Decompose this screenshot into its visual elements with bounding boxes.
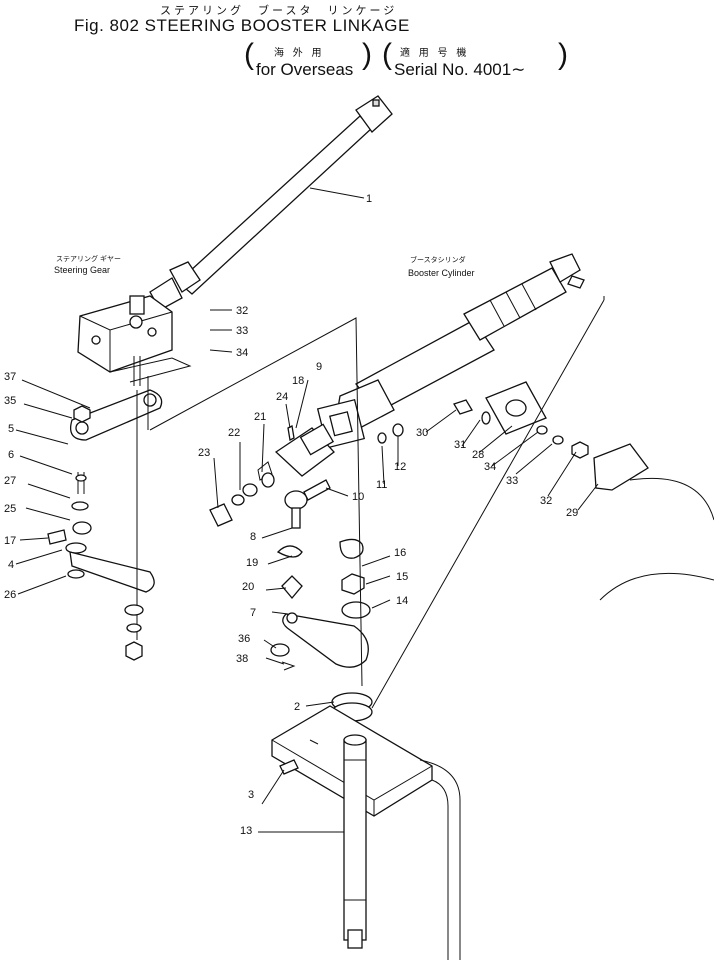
callout-36: 36 bbox=[238, 633, 250, 645]
callout-9: 9 bbox=[316, 361, 322, 373]
title-japanese: ステアリング ブースタ リンケージ bbox=[160, 5, 398, 17]
callout-38: 38 bbox=[236, 653, 248, 665]
callout-33: 33 bbox=[236, 325, 248, 337]
callout-31: 31 bbox=[454, 439, 466, 451]
figure-title: Fig. 802 STEERING BOOSTER LINKAGE bbox=[74, 16, 410, 35]
arm-seven-group bbox=[270, 538, 373, 722]
callout-23: 23 bbox=[198, 447, 210, 459]
callout-15: 15 bbox=[396, 571, 408, 583]
valve-parts bbox=[209, 423, 404, 529]
callout-35: 35 bbox=[4, 395, 16, 407]
callout-10: 10 bbox=[352, 491, 364, 503]
callout-22: 22 bbox=[228, 427, 240, 439]
callout-26: 26 bbox=[4, 589, 16, 601]
booster-cylinder bbox=[316, 253, 585, 449]
callout-19: 19 bbox=[246, 557, 258, 569]
right-side-parts bbox=[453, 381, 649, 491]
callout-8: 8 bbox=[250, 531, 256, 543]
pitman-arm bbox=[69, 389, 163, 441]
support-plate-and-shaft bbox=[271, 477, 714, 960]
callout-32: 32 bbox=[236, 305, 248, 317]
callout-37: 37 bbox=[4, 371, 16, 383]
serial-note-text: Serial No. 4001∼ bbox=[394, 60, 526, 79]
overseas-note-text: for Overseas bbox=[256, 60, 354, 79]
booster-cylinder-caption: Booster Cylinder bbox=[408, 268, 475, 278]
callout-7: 7 bbox=[250, 607, 256, 619]
callout-6: 6 bbox=[8, 449, 14, 461]
callout-25: 25 bbox=[4, 503, 16, 515]
callout-21: 21 bbox=[254, 411, 266, 423]
callout-24: 24 bbox=[276, 391, 288, 403]
callout-18: 18 bbox=[292, 375, 304, 387]
callout-14: 14 bbox=[396, 595, 408, 607]
steering-shaft bbox=[149, 95, 393, 311]
callout-2: 2 bbox=[294, 701, 300, 713]
callout-30: 30 bbox=[416, 427, 428, 439]
callout-27: 27 bbox=[4, 475, 16, 487]
callout-4: 4 bbox=[8, 559, 14, 571]
steering-gear-caption-japanese: ステアリング ギヤー bbox=[56, 254, 121, 263]
callout-28: 28 bbox=[472, 449, 484, 461]
callout-34: 34 bbox=[484, 461, 496, 473]
callout-5: 5 bbox=[8, 423, 14, 435]
callout-1: 1 bbox=[366, 193, 372, 205]
serial-note-japanese: 適 用 号 機 bbox=[400, 48, 470, 59]
callout-16: 16 bbox=[394, 547, 406, 559]
callout-3: 3 bbox=[248, 789, 254, 801]
callout-numbers: 1323334373556272517426918242122238101112… bbox=[4, 193, 578, 837]
callout-20: 20 bbox=[242, 581, 254, 593]
steering-gear-box bbox=[77, 295, 192, 386]
callout-32: 32 bbox=[540, 495, 552, 507]
leader-lines bbox=[15, 187, 605, 833]
callout-12: 12 bbox=[394, 461, 406, 473]
left-small-parts bbox=[47, 390, 155, 661]
callout-11: 11 bbox=[376, 479, 387, 491]
callout-33: 33 bbox=[506, 475, 518, 487]
callout-29: 29 bbox=[566, 507, 578, 519]
callout-34: 34 bbox=[236, 347, 248, 359]
steering-gear-caption: Steering Gear bbox=[54, 265, 110, 275]
booster-cylinder-caption-japanese: ブースタシリンダ bbox=[410, 255, 466, 264]
overseas-note-japanese: 海 外 用 bbox=[274, 48, 325, 59]
callout-13: 13 bbox=[240, 825, 252, 837]
callout-17: 17 bbox=[4, 535, 16, 547]
